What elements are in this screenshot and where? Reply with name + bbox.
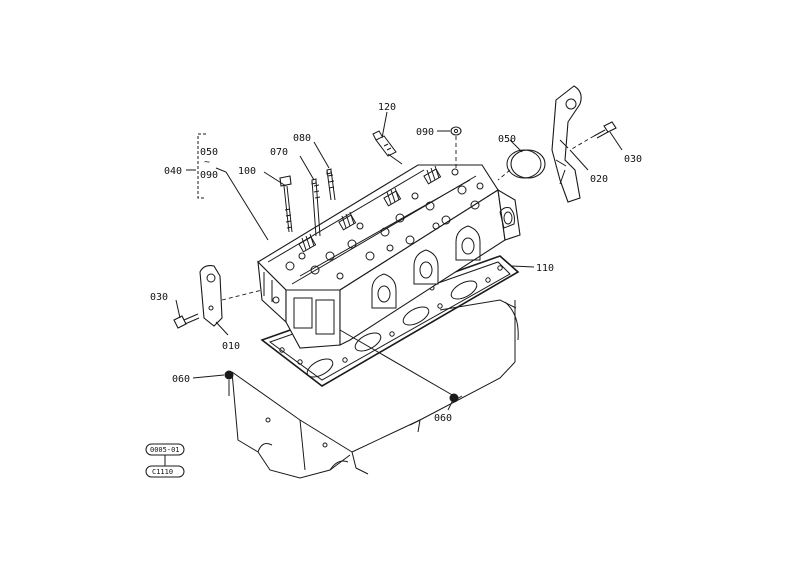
stamp-top: 0005-01 (150, 446, 180, 454)
nut-060-bottom (449, 393, 459, 403)
stud-070 (311, 178, 321, 237)
callout-090-group: 090 (200, 170, 218, 181)
callout-030-right: 030 (624, 154, 642, 165)
callout-050-plug: 050 (498, 134, 516, 145)
bolt-030-left (173, 313, 200, 329)
stud-080 (326, 168, 336, 201)
head-bolt-holes (285, 168, 484, 280)
callout-labels: 010 020 030 030 040 050 ~ 090 050 060 06… (150, 102, 642, 424)
stamp-bottom: C1110 (152, 468, 173, 476)
callout-030-left: 030 (150, 292, 168, 303)
leader-lines (175, 111, 623, 411)
callout-050-group: 050 (200, 147, 218, 158)
bolt-030-right (569, 121, 617, 151)
engine-block (231, 299, 519, 479)
valve-springs (298, 165, 442, 253)
callout-070: 070 (270, 147, 288, 158)
cap-nut-090 (450, 126, 462, 170)
callout-020: 020 (590, 174, 608, 185)
callout-100: 100 (238, 166, 256, 177)
callout-060-bottom: 060 (434, 413, 452, 424)
callout-090: 090 (416, 127, 434, 138)
lifting-bracket-020 (551, 85, 582, 203)
reference-stamps: 0005-01 C1110 (145, 443, 185, 478)
head-bolt (279, 175, 293, 233)
lifting-bracket-010 (199, 265, 263, 327)
callout-050-tilde: ~ (204, 157, 210, 168)
callout-110: 110 (536, 263, 554, 274)
callout-060-left: 060 (172, 374, 190, 385)
temperature-sensor (372, 130, 403, 165)
plug-050 (497, 149, 546, 181)
callout-080: 080 (293, 133, 311, 144)
port-bosses (371, 207, 515, 309)
callout-010: 010 (222, 341, 240, 352)
nut-060-left (224, 370, 234, 396)
cylinder-head (257, 164, 521, 349)
callout-040: 040 (164, 166, 182, 177)
callout-120: 120 (378, 102, 396, 113)
